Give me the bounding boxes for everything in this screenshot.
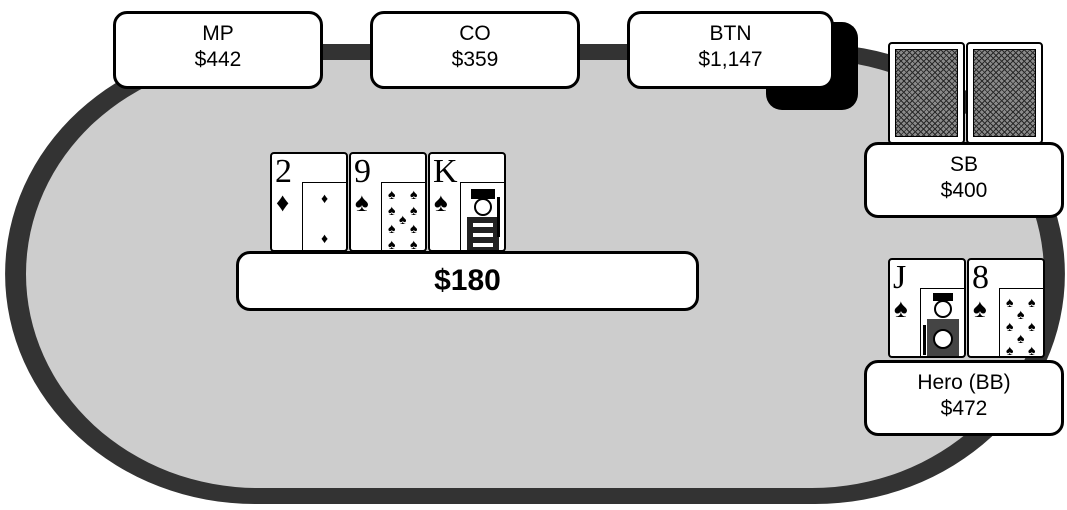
sb-card-back: [888, 42, 965, 144]
card-pips: ♠ ♠ ♠ ♠ ♠ ♠ ♠ ♠ ♠: [381, 182, 425, 252]
spades-icon: ♠: [410, 186, 418, 202]
card-pips: ♠ ♠ ♠ ♠ ♠ ♠ ♠ ♠: [999, 288, 1043, 358]
sb-card-back: [966, 42, 1043, 144]
spades-icon: ♠: [410, 220, 418, 236]
spades-icon: ♠: [410, 236, 418, 252]
spades-icon: ♠: [388, 220, 396, 236]
spades-icon: ♠: [973, 293, 987, 323]
spades-icon: ♠: [399, 211, 407, 227]
spades-icon: ♠: [1006, 294, 1014, 310]
spades-icon: ♠: [1028, 318, 1036, 334]
card-rank: 9: [354, 153, 371, 190]
seat-stack: $359: [451, 48, 499, 71]
board-card-3: K ♠: [428, 152, 506, 252]
seat-co[interactable]: CO $359: [370, 11, 580, 89]
spades-icon: ♠: [1017, 306, 1025, 322]
spades-icon: ♠: [388, 202, 396, 218]
pot-amount: $180: [434, 264, 501, 297]
diamonds-icon: ♦: [276, 187, 290, 217]
king-face-icon: [467, 189, 500, 250]
spades-icon: ♠: [1028, 342, 1036, 358]
spades-icon: ♠: [894, 293, 908, 323]
spades-icon: ♠: [410, 202, 418, 218]
board-card-2: 9 ♠ ♠ ♠ ♠ ♠ ♠ ♠ ♠ ♠ ♠: [349, 152, 427, 252]
diamonds-icon: ♦: [321, 230, 329, 246]
hero-card-1: J ♠: [888, 258, 966, 358]
spades-icon: ♠: [355, 187, 369, 217]
seat-position-label: BTN: [709, 22, 752, 45]
seat-position-label: Hero (BB): [917, 371, 1011, 394]
card-rank: K: [433, 153, 458, 190]
spades-icon: ♠: [1017, 330, 1025, 346]
card-pips: ♦ ♦: [302, 182, 346, 250]
king-face-image: [460, 182, 504, 250]
card-rank: 2: [275, 153, 292, 190]
seat-position-label: CO: [459, 22, 491, 45]
seat-stack: $400: [940, 179, 988, 202]
seat-btn[interactable]: BTN $1,147: [627, 11, 834, 89]
spades-icon: ♠: [434, 187, 448, 217]
seat-mp[interactable]: MP $442: [113, 11, 323, 89]
seat-stack: $442: [194, 48, 242, 71]
spades-icon: ♠: [1006, 318, 1014, 334]
pot-display: $180: [236, 251, 699, 311]
jack-face-image: [920, 288, 964, 356]
card-rank: 8: [972, 259, 989, 296]
seat-position-label: SB: [949, 153, 978, 176]
diamonds-icon: ♦: [321, 190, 329, 206]
seat-stack: $1,147: [698, 48, 763, 71]
spades-icon: ♠: [388, 236, 396, 252]
board-card-1: 2 ♦ ♦ ♦: [270, 152, 348, 252]
seat-stack: $472: [940, 397, 988, 420]
jack-face-icon: [923, 293, 959, 356]
hero-card-2: 8 ♠ ♠ ♠ ♠ ♠ ♠ ♠ ♠ ♠: [967, 258, 1045, 358]
seat-position-label: MP: [202, 22, 234, 45]
spades-icon: ♠: [1006, 342, 1014, 358]
spades-icon: ♠: [1028, 294, 1036, 310]
seat-hero[interactable]: Hero (BB) $472: [864, 360, 1064, 436]
spades-icon: ♠: [388, 186, 396, 202]
card-rank: J: [893, 259, 907, 296]
seat-sb[interactable]: SB $400: [864, 142, 1064, 218]
